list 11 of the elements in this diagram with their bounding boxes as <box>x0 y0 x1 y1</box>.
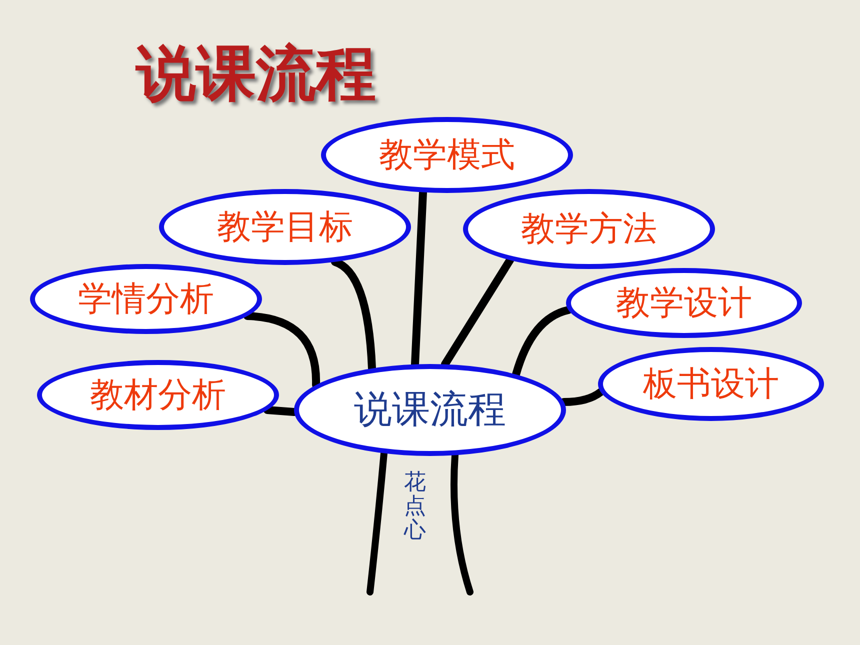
branch-line <box>243 312 320 389</box>
node-label: 板书设计 <box>643 367 779 401</box>
node-label: 教学设计 <box>616 286 752 320</box>
title: 说课流程 <box>136 44 376 104</box>
node-label: 教材分析 <box>90 378 226 412</box>
trunk-label: 花点心 <box>404 470 426 543</box>
node-label: 教学方法 <box>521 212 657 246</box>
node-label: 说课流程 <box>354 391 506 429</box>
node-label: 教学目标 <box>217 210 353 244</box>
node-label: 学情分析 <box>78 282 214 316</box>
node-label: 教学模式 <box>379 138 515 172</box>
